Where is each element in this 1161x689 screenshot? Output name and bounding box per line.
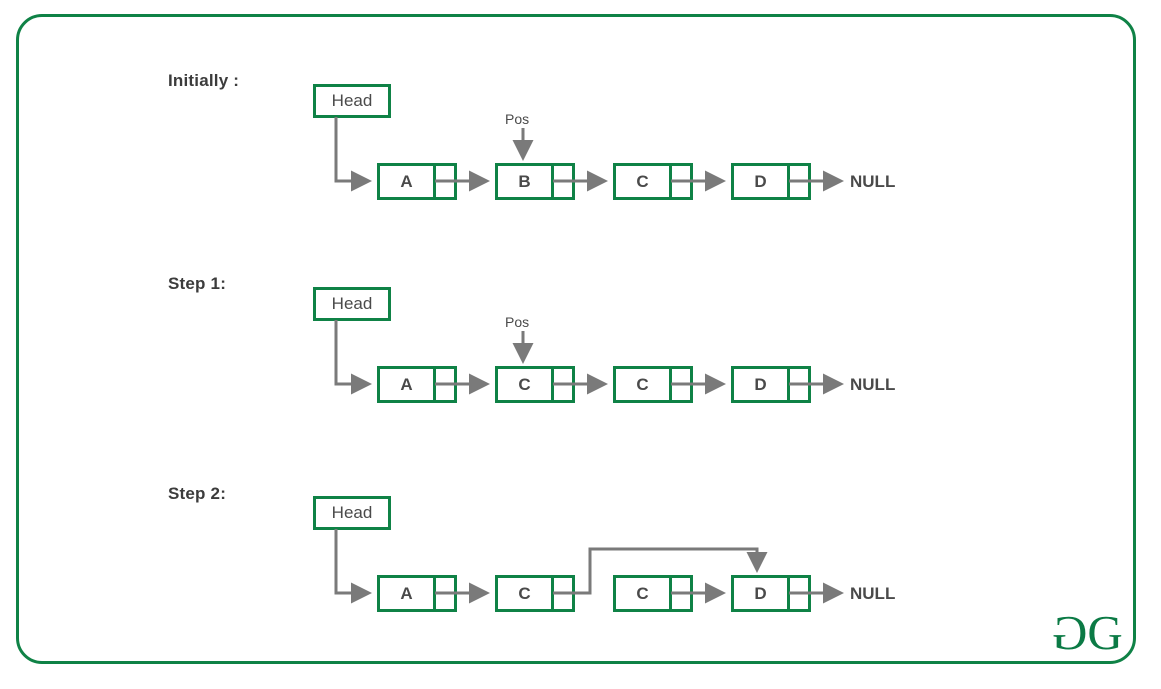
node-pointer-row1-1 bbox=[554, 166, 572, 197]
node-value-row1-0: A bbox=[380, 166, 436, 197]
node-value-row3-2: C bbox=[616, 578, 672, 609]
geeksforgeeks-logo: GG bbox=[1052, 605, 1130, 660]
node-value-row2-3: D bbox=[734, 369, 790, 400]
node-row3-1: C bbox=[495, 575, 575, 612]
logo-mirrored-g: G bbox=[1052, 605, 1088, 660]
logo-g: G bbox=[1087, 605, 1123, 660]
node-row3-0: A bbox=[377, 575, 457, 612]
node-value-row3-3: D bbox=[734, 578, 790, 609]
head-box-row1: Head bbox=[313, 84, 391, 118]
row-label-step2: Step 2: bbox=[168, 484, 227, 503]
head-box-row3: Head bbox=[313, 496, 391, 530]
node-pointer-row3-0 bbox=[436, 578, 454, 609]
node-row1-3: D bbox=[731, 163, 811, 200]
node-pointer-row2-1 bbox=[554, 369, 572, 400]
pos-label-row2: Pos bbox=[505, 314, 530, 330]
node-row2-3: D bbox=[731, 366, 811, 403]
diagram-frame bbox=[16, 14, 1136, 664]
node-row2-1: C bbox=[495, 366, 575, 403]
node-value-row2-0: A bbox=[380, 369, 436, 400]
node-value-row2-1: C bbox=[498, 369, 554, 400]
node-row2-2: C bbox=[613, 366, 693, 403]
null-label-row2: NULL bbox=[850, 375, 896, 394]
null-label-row3: NULL bbox=[850, 584, 896, 603]
node-pointer-row1-0 bbox=[436, 166, 454, 197]
node-pointer-row2-3 bbox=[790, 369, 808, 400]
node-pointer-row3-1 bbox=[554, 578, 572, 609]
row-label-initially: Initially : bbox=[168, 71, 240, 90]
head-box-row2: Head bbox=[313, 287, 391, 321]
head-label-row3: Head bbox=[331, 503, 373, 522]
null-label-row1: NULL bbox=[850, 172, 896, 191]
node-row3-2: C bbox=[613, 575, 693, 612]
node-pointer-row3-3 bbox=[790, 578, 808, 609]
node-pointer-row2-2 bbox=[672, 369, 690, 400]
node-value-row1-2: C bbox=[616, 166, 672, 197]
node-row2-0: A bbox=[377, 366, 457, 403]
node-pointer-row1-3 bbox=[790, 166, 808, 197]
head-label-row2: Head bbox=[331, 294, 373, 313]
node-row3-3: D bbox=[731, 575, 811, 612]
node-pointer-row2-0 bbox=[436, 369, 454, 400]
row-label-step1: Step 1: bbox=[168, 274, 227, 293]
node-value-row2-2: C bbox=[616, 369, 672, 400]
node-value-row3-1: C bbox=[498, 578, 554, 609]
node-value-row3-0: A bbox=[380, 578, 436, 609]
pos-label-row1: Pos bbox=[505, 111, 530, 127]
node-value-row1-3: D bbox=[734, 166, 790, 197]
node-row1-0: A bbox=[377, 163, 457, 200]
head-label-row1: Head bbox=[331, 91, 373, 110]
node-row1-1: B bbox=[495, 163, 575, 200]
node-pointer-row1-2 bbox=[672, 166, 690, 197]
node-pointer-row3-2 bbox=[672, 578, 690, 609]
node-value-row1-1: B bbox=[498, 166, 554, 197]
node-row1-2: C bbox=[613, 163, 693, 200]
